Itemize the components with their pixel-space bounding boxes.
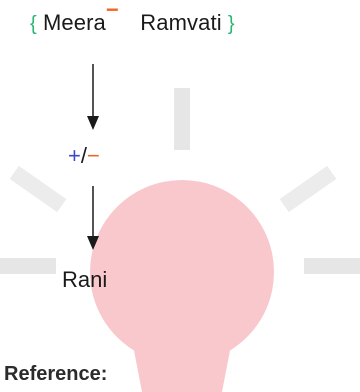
close-brace: } (227, 13, 235, 35)
first-name: Meera− (43, 0, 119, 38)
arrow-down-icon (87, 186, 99, 250)
slash: / (80, 143, 87, 168)
second-name: Ramvati (140, 10, 222, 35)
set-expression: { Meera− Ramvati } (30, 0, 235, 39)
minus-sign: − (86, 143, 100, 168)
operator-plus-minus: +/− (68, 143, 100, 169)
minus-mark: − (105, 0, 119, 22)
reference-label: Reference: (4, 363, 108, 385)
plus-sign: + (68, 143, 81, 168)
result-name: Rani (62, 267, 108, 292)
first-name-text: Meera (43, 10, 106, 35)
open-brace: { (30, 13, 37, 35)
arrow-down-icon (87, 64, 99, 130)
